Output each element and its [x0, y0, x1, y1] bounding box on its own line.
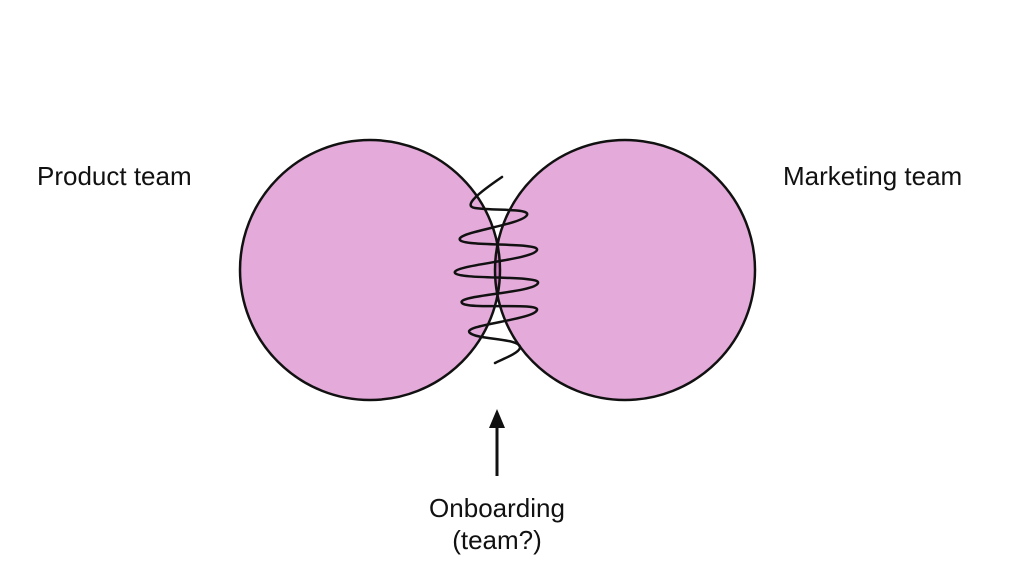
onboarding-label-line2: (team?): [452, 525, 542, 555]
squiggle-scribble: [453, 175, 540, 365]
onboarding-label: Onboarding (team?): [397, 492, 597, 556]
marketing-team-circle: [495, 140, 755, 400]
arrow-up-icon: [489, 409, 505, 476]
onboarding-label-line1: Onboarding: [429, 493, 565, 523]
marketing-team-label: Marketing team: [783, 161, 963, 191]
product-team-label: Product team: [37, 161, 192, 191]
product-team-circle: [240, 140, 500, 400]
